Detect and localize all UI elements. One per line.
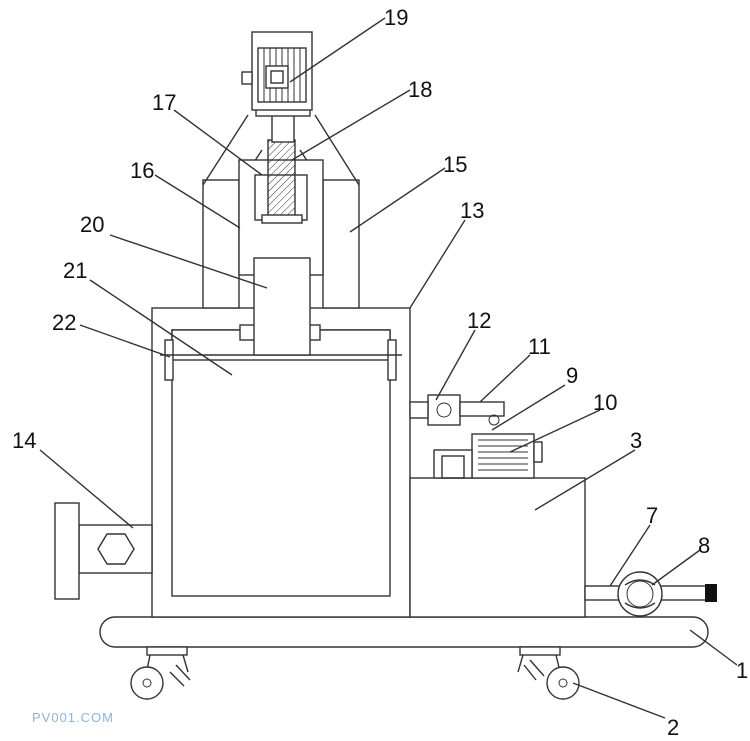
left-column (202, 179, 240, 309)
label-13: 13 (460, 198, 484, 223)
outlet-valve (617, 571, 663, 617)
right-column (322, 179, 360, 309)
label-21: 21 (63, 258, 87, 283)
label-12: 12 (467, 308, 491, 333)
watermark: PV001.COM (32, 710, 114, 725)
label-18: 17 (152, 90, 176, 115)
label-8: 8 (698, 533, 710, 558)
label-14: 14 (12, 428, 36, 453)
caster-right (517, 646, 580, 700)
label-22: 22 (52, 310, 76, 335)
leader-lines (39, 17, 738, 719)
label-20: 20 (80, 212, 104, 237)
top-motor (241, 31, 313, 143)
lid-clip-left (164, 339, 174, 381)
label-2: 2 (667, 715, 679, 740)
press-rod (253, 257, 311, 356)
side-flange (54, 502, 80, 600)
label-3: 3 (630, 428, 642, 453)
label-17: 18 (408, 77, 432, 102)
pump-box (409, 477, 586, 618)
label-1: 1 (736, 658, 748, 683)
hex-nut (97, 533, 135, 565)
label-7: 7 (646, 503, 658, 528)
small-motor (471, 433, 535, 479)
pipe-valve (427, 394, 461, 426)
lead-screw (267, 139, 296, 223)
label-10: 10 (593, 390, 617, 415)
label-9: 9 (566, 363, 578, 388)
label-15: 15 (443, 152, 467, 177)
caster-left (130, 646, 191, 700)
label-19: 16 (130, 158, 154, 183)
pipe-end (705, 584, 717, 602)
label-16: 19 (384, 5, 408, 30)
base-plate (99, 616, 709, 648)
label-11: 11 (528, 334, 551, 359)
lid-clip-right (387, 339, 397, 381)
